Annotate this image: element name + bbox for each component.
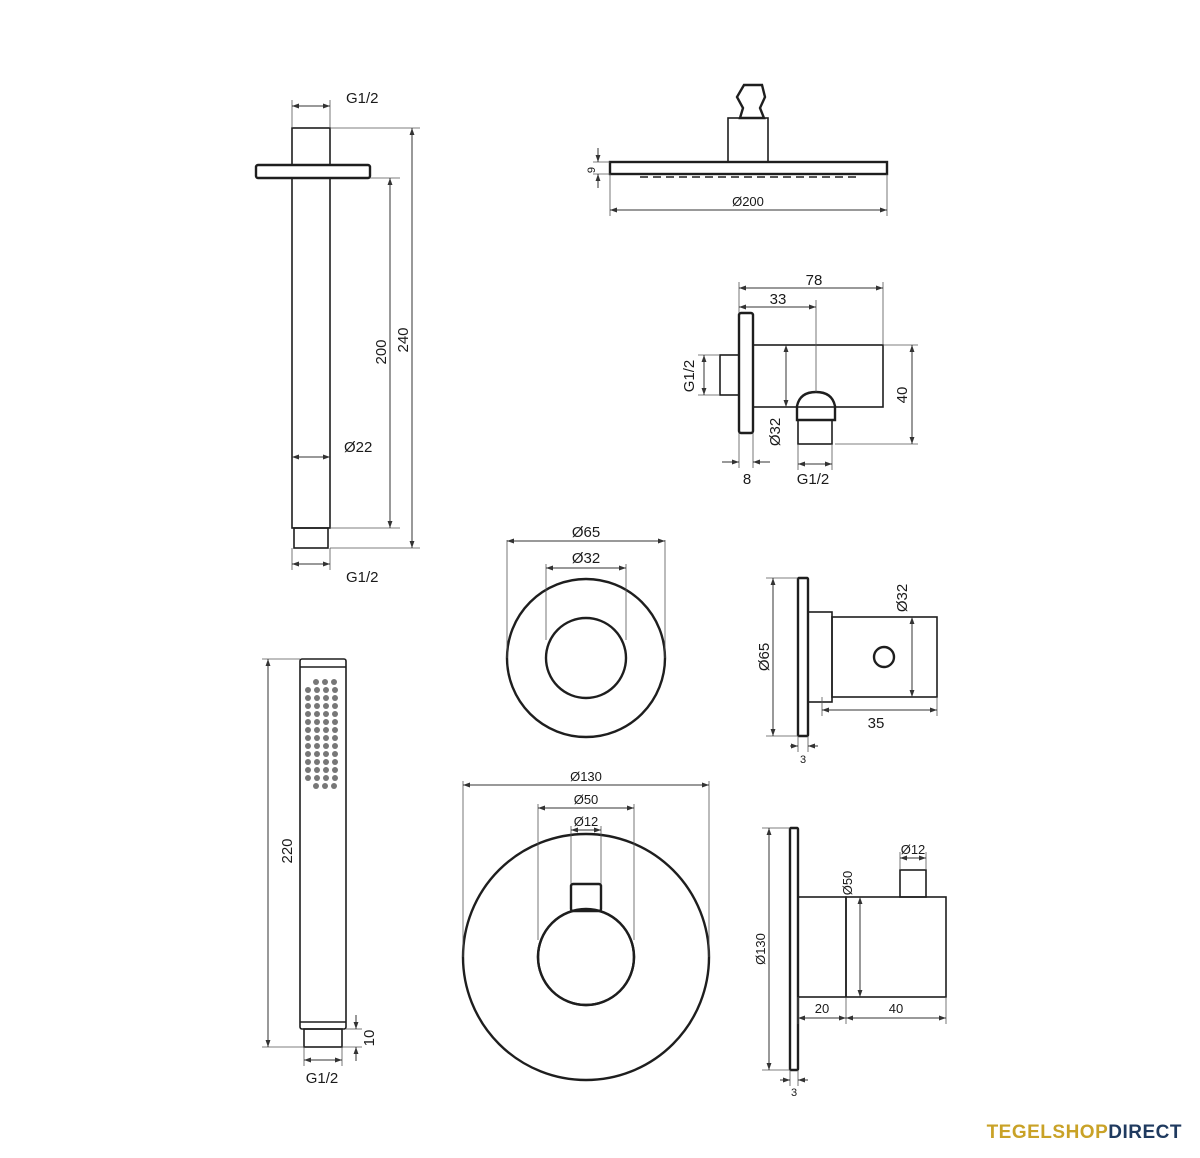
arm-length-240-label: 240 bbox=[395, 327, 412, 352]
elbow-outlet-thread bbox=[797, 419, 833, 445]
head-diameter-label: Ø200 bbox=[732, 194, 764, 209]
shower-head: 9 Ø200 bbox=[586, 83, 889, 216]
arm-bottom-thread bbox=[293, 527, 329, 549]
stop-valve-side: Ø65 Ø32 35 3 bbox=[756, 576, 938, 766]
elbow-plate-label: 8 bbox=[743, 471, 751, 488]
handshower-thread-len-label: 10 bbox=[361, 1030, 378, 1047]
stop-rose-inner bbox=[544, 616, 628, 700]
stop-side-rose-label: Ø65 bbox=[756, 643, 773, 671]
mixer-rose-lever bbox=[569, 882, 603, 913]
stop-rose-outer-label: Ø65 bbox=[572, 524, 600, 541]
mixer-rose-lever-label: Ø12 bbox=[574, 814, 599, 829]
head-ball-joint bbox=[735, 83, 767, 120]
elbow-inlet-thread bbox=[719, 354, 740, 396]
arm-top-thread bbox=[291, 127, 331, 166]
mixer-side-rose-label: Ø130 bbox=[753, 933, 768, 965]
stop-side-rose bbox=[796, 576, 810, 738]
arm-diameter-label: Ø22 bbox=[344, 439, 372, 456]
arm-thread-top-label: G1/2 bbox=[346, 90, 379, 107]
stop-side-plate-label: 3 bbox=[800, 754, 806, 766]
mixer-side-base-label: 20 bbox=[815, 1001, 829, 1016]
stop-valve-front: Ø65 Ø32 bbox=[505, 524, 667, 739]
elbow-width-label: 78 bbox=[806, 272, 823, 289]
handshower-thread-label: G1/2 bbox=[306, 1070, 339, 1087]
logo-part1: TEGELSHOP bbox=[986, 1122, 1109, 1143]
hand-shower: 220 10 G1/2 bbox=[262, 658, 378, 1087]
mixer-rose-knob-label: Ø50 bbox=[574, 792, 599, 807]
elbow-body bbox=[752, 344, 884, 408]
mixer-side: Ø12 Ø50 Ø130 20 40 3 bbox=[753, 826, 947, 1099]
ceiling-arm: G1/2 200 240 Ø22 G1/2 bbox=[254, 90, 420, 586]
stop-rose-outer bbox=[505, 577, 667, 739]
stop-side-knob bbox=[831, 616, 938, 698]
arm-tube bbox=[291, 177, 331, 529]
handshower-length-label: 220 bbox=[279, 838, 296, 863]
mixer-side-lever-label: Ø12 bbox=[901, 842, 926, 857]
mixer-rose-outer-label: Ø130 bbox=[570, 769, 602, 784]
mixer-rose-outer bbox=[461, 832, 711, 1082]
mixer-side-plate-label: 3 bbox=[791, 1087, 797, 1099]
elbow-thread-left-label: G1/2 bbox=[681, 360, 698, 393]
mixer-side-knob bbox=[845, 896, 947, 998]
stop-side-knob-label: Ø32 bbox=[894, 584, 911, 612]
elbow-diameter-label: Ø32 bbox=[767, 418, 784, 446]
head-connector bbox=[727, 117, 769, 163]
elbow-height-label: 40 bbox=[894, 387, 911, 404]
mixer-front: Ø130 Ø50 Ø12 bbox=[461, 769, 711, 1082]
mixer-side-lever bbox=[899, 869, 927, 898]
arm-thread-bottom-label: G1/2 bbox=[346, 569, 379, 586]
handshower-thread bbox=[303, 1028, 343, 1048]
elbow-outlet-cap bbox=[795, 390, 837, 422]
mixer-side-knob-label: Ø50 bbox=[840, 871, 855, 896]
mixer-side-collar bbox=[797, 896, 847, 998]
mixer-side-depth-label: 40 bbox=[889, 1001, 903, 1016]
arm-ceiling-flange bbox=[254, 163, 372, 180]
wall-elbow: 78 33 G1/2 40 Ø32 8 G1/2 bbox=[681, 272, 918, 488]
head-plate bbox=[608, 160, 889, 176]
stop-side-collar bbox=[807, 611, 833, 703]
brand-logo: TEGELSHOPDIRECT bbox=[987, 1122, 1182, 1144]
stop-side-pin bbox=[872, 645, 896, 669]
elbow-thread-bottom-label: G1/2 bbox=[797, 471, 830, 488]
stop-rose-inner-label: Ø32 bbox=[572, 550, 600, 567]
elbow-offset-label: 33 bbox=[770, 291, 787, 308]
head-thickness-label: 9 bbox=[586, 167, 598, 173]
logo-part2: DIRECT bbox=[1108, 1122, 1182, 1143]
mixer-side-rose bbox=[788, 826, 800, 1072]
arm-length-200-label: 200 bbox=[373, 339, 390, 364]
stop-side-depth-label: 35 bbox=[868, 715, 885, 732]
handshower-nozzles bbox=[305, 679, 338, 789]
elbow-wall-plate bbox=[737, 311, 755, 435]
